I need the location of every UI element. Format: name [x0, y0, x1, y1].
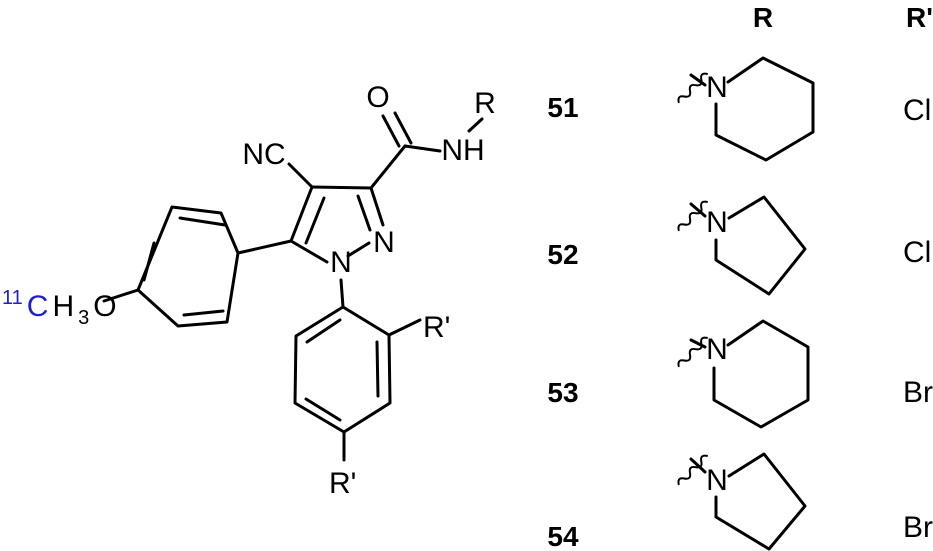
attachment-wavy-line	[677, 72, 708, 104]
r-group-pyrrolidine-54: N	[677, 452, 807, 551]
r-group-label: R	[474, 87, 496, 120]
compound-number-52: 52	[547, 239, 578, 270]
attachment-wavy-line	[677, 200, 708, 232]
bond-attachment-n	[689, 457, 707, 474]
ring-nitrogen-label: N	[706, 206, 728, 239]
bond-c3-n2	[369, 186, 385, 227]
bond-c5-aryl	[236, 239, 293, 255]
bond-co-double-1	[381, 114, 401, 148]
r-group-piperidine-53: N	[677, 319, 810, 429]
ortho-rprime-label: R'	[423, 311, 450, 344]
n-aryl-inner-1	[375, 340, 380, 398]
rprime-value-54: Br	[903, 511, 933, 544]
piperidine-ring	[714, 56, 815, 162]
column-header-rprime: R'	[906, 2, 933, 33]
column-header-r: R	[753, 2, 773, 33]
methoxyphenyl-inner-2	[142, 241, 156, 282]
compound-number-51: 51	[547, 92, 578, 123]
r-group-piperidine-51: N	[677, 56, 815, 162]
rprime-value-53: Br	[903, 376, 933, 409]
n-aryl-inner-2	[304, 397, 342, 422]
bond-c4-c5-double	[304, 196, 326, 245]
main-scaffold: O NH R N N NC 11 C H 3 O	[2, 81, 496, 500]
pyrrolidine-ring	[714, 452, 807, 551]
piperidine-ring	[712, 319, 810, 429]
bond-aryl-o	[102, 288, 140, 303]
bond-attachment-n	[689, 202, 707, 218]
ring-nitrogen-label: N	[706, 333, 728, 366]
bond-c-nh	[403, 144, 442, 153]
isotope-mass-number: 11	[2, 287, 23, 309]
ring-nitrogen-label: N	[706, 464, 728, 497]
methoxy-h: H	[52, 290, 74, 323]
bond-co-double-2	[393, 111, 413, 145]
bond-c3-n2-double	[356, 194, 372, 232]
bond-c4-c5	[289, 185, 314, 243]
r-group-pyrrolidine-52: N	[677, 195, 807, 296]
pyrazole-n1-label: N	[330, 246, 352, 279]
pyrrolidine-ring	[714, 195, 807, 296]
methoxy-h-count: 3	[78, 307, 89, 329]
bond-c5-n1	[289, 239, 329, 264]
compound-number-54: 54	[547, 521, 579, 551]
bond-attachment-n	[689, 338, 707, 349]
amide-nh-label: NH	[441, 134, 484, 167]
n-aryl-ring	[293, 305, 392, 434]
pyrazole-n2-label: N	[373, 226, 395, 259]
nitrile-label: NC	[242, 138, 285, 171]
attachment-wavy-line	[677, 454, 708, 486]
compound-number-53: 53	[547, 377, 578, 408]
methoxyphenyl-inner-1	[178, 216, 227, 227]
bond-ortho-rprime	[387, 318, 422, 337]
methoxy-group-label: 11 C H 3 O	[2, 287, 117, 329]
bond-attachment-n	[689, 73, 707, 87]
para-rprime-label: R'	[329, 467, 356, 500]
rprime-value-51: Cl	[903, 94, 931, 127]
ring-nitrogen-label: N	[706, 71, 728, 104]
rprime-value-52: Cl	[903, 236, 931, 269]
carbonyl-oxygen-label: O	[366, 81, 389, 114]
bond-n1-aryl	[339, 278, 345, 309]
bond-nh-r	[467, 117, 484, 133]
bond-c4-cn	[287, 162, 314, 189]
methoxy-oxygen: O	[93, 290, 116, 323]
n-aryl-inner-3	[305, 318, 342, 344]
bond-n1-n2	[346, 241, 371, 258]
bond-c3-c4	[310, 185, 373, 190]
bond-c3-carbonyl	[369, 144, 407, 190]
attachment-wavy-line	[677, 336, 708, 368]
isotope-carbon: C	[27, 290, 49, 323]
methoxyphenyl-inner-3	[182, 309, 225, 317]
